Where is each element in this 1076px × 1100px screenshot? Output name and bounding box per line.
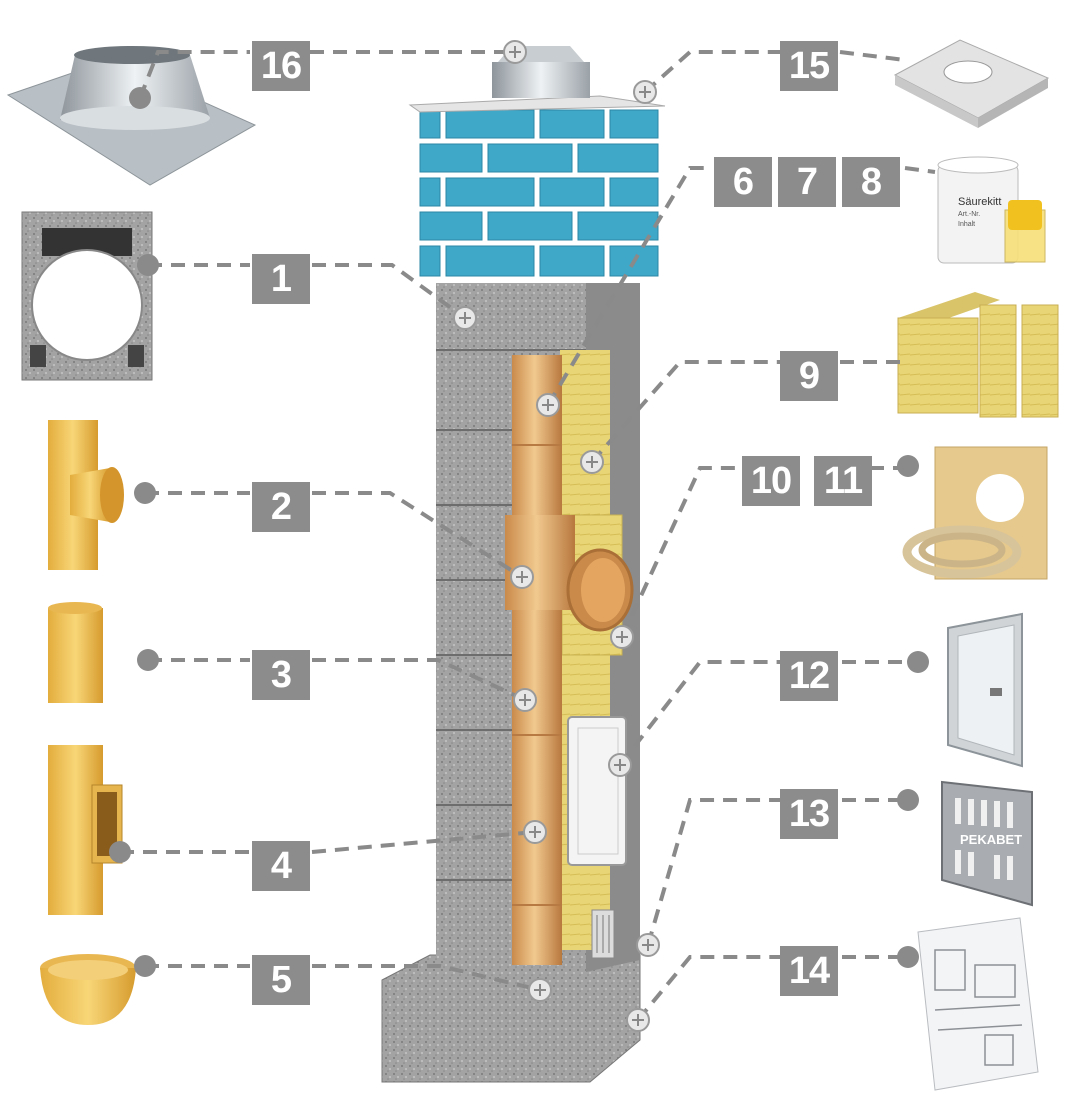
chimney-cap [408,95,666,113]
rain-cap-pipe [492,62,590,98]
label-5: 5 [252,955,310,1005]
ceramic-flue-pipe [512,355,562,965]
product-10-11-plate-and-rope [902,446,1048,580]
label-1: 1 [252,254,310,304]
leader-lines [120,50,936,1022]
label-7: 7 [778,157,836,207]
label-15: 15 [780,41,838,91]
leader-endpoints [109,87,929,977]
part-markers [453,40,660,1032]
jar-inhalt: Inhalt [958,221,975,228]
label-9: 9 [780,351,838,401]
label-6: 6 [714,157,772,207]
product-1-concrete-block [21,211,153,381]
chimney-illustration [381,46,666,1083]
label-3: 3 [252,650,310,700]
tee-body [505,515,575,610]
product-5-condensate-pan [40,954,136,1025]
product-13-vent-grate: PEKABET [941,780,1033,907]
product-9-mineral-wool [897,292,1059,418]
product-3-ceramic-pipe [48,602,103,703]
label-11: 11 [814,456,872,506]
base-block [381,954,641,1083]
grate-brand: PEKABET [960,832,1022,847]
label-4: 4 [252,841,310,891]
product-4-cleanout-element [48,745,123,915]
product-16-roof-flashing [6,46,257,186]
label-13: 13 [780,789,838,839]
label-10: 10 [742,456,800,506]
product-12-inspection-door [947,612,1023,768]
label-2: 2 [252,482,310,532]
product-2-ceramic-tee [48,420,124,570]
label-16: 16 [252,41,310,91]
product-15-cover-plate [893,39,1050,128]
label-8: 8 [842,157,900,207]
product-6-7-8-acid-putty-set: Säurekitt Art.-Nr. Inhalt [937,156,1046,264]
label-14: 14 [780,946,838,996]
inspection-door [567,716,627,866]
product-14-installation-manual [917,917,1039,1091]
jar-sub: Art.-Nr. [958,211,980,218]
jar-label: Säurekitt [958,196,1001,208]
label-12: 12 [780,651,838,701]
